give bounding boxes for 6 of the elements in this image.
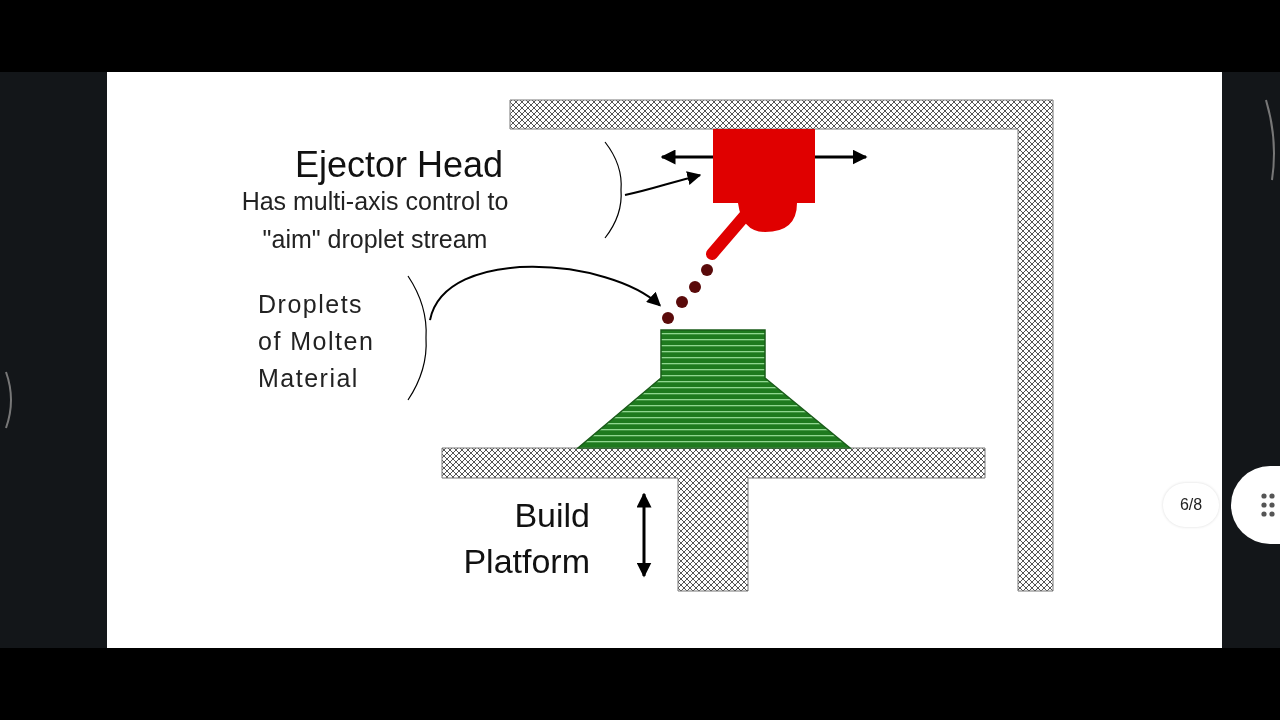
platform-label: Build Platform (462, 495, 591, 582)
curved-arrow (624, 171, 702, 196)
curved-arrow (429, 265, 662, 322)
description: Droplets of Molten Material (258, 289, 376, 394)
description: Has multi-axis control to "aim" droplet stream (240, 186, 510, 255)
heading: Ejector Head (295, 144, 505, 186)
